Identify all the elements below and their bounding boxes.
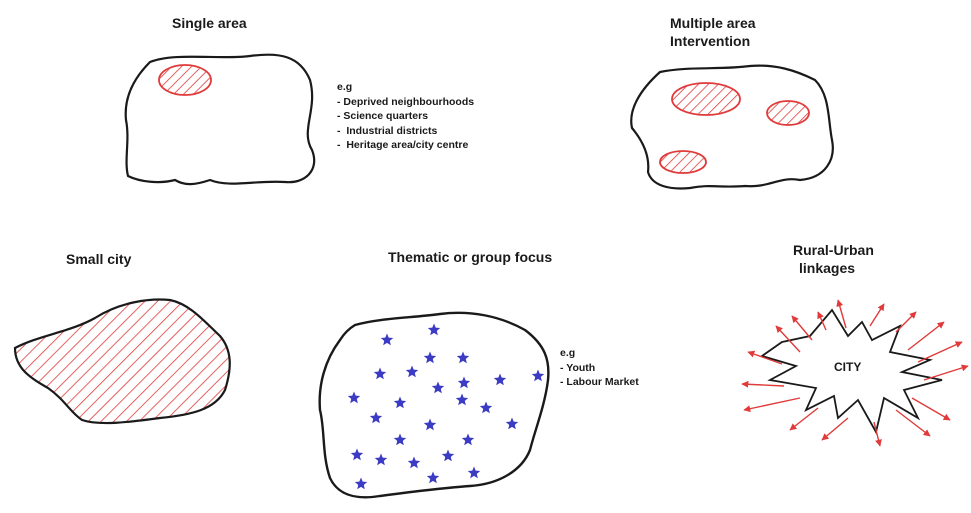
single-area-zone <box>158 64 212 96</box>
star-icon <box>347 391 361 404</box>
thematic-figure <box>318 311 550 499</box>
star-icon <box>350 448 364 461</box>
small-city-title: Small city <box>66 251 132 267</box>
arrow-icon <box>873 421 882 447</box>
arrow-icon <box>923 364 969 381</box>
single-area-outline <box>124 53 316 186</box>
thematic-examples-heading: e.g <box>560 347 576 359</box>
small-city-figure <box>13 298 231 425</box>
star-icon <box>431 381 445 394</box>
star-icon <box>380 333 394 346</box>
star-icon <box>456 351 470 364</box>
single-area-example-4: - Heritage area/city centre <box>337 139 469 151</box>
arrow-icon <box>895 409 931 437</box>
single-area-example-3: - Industrial districts <box>337 124 438 137</box>
single-area-examples-heading: e.g <box>337 81 353 93</box>
star-icon <box>531 369 545 382</box>
multiple-area-title-line2: Intervention <box>670 33 751 49</box>
star-icon <box>427 323 441 336</box>
arrow-icon <box>895 311 917 333</box>
star-icon <box>393 433 407 446</box>
star-icon <box>423 418 437 431</box>
arrow-icon <box>789 407 819 431</box>
star-icon <box>493 373 507 386</box>
star-icon <box>441 449 455 462</box>
star-icon <box>457 376 471 389</box>
single-area-example-2: - Science quarters <box>337 110 429 122</box>
thematic-title: Thematic or group focus <box>388 249 553 265</box>
arrow-icon <box>917 341 963 363</box>
city-outline <box>759 308 943 435</box>
arrow-icon <box>836 299 847 329</box>
city-label: CITY <box>834 360 862 374</box>
rural-urban-figure <box>741 299 969 447</box>
star-icon <box>373 367 387 380</box>
star-icon <box>461 433 475 446</box>
multiple-area-outline <box>630 64 834 190</box>
arrow-icon <box>791 315 813 341</box>
star-icon <box>374 453 388 466</box>
thematic-outline <box>318 311 550 499</box>
star-icon <box>426 471 440 484</box>
star-icon <box>369 411 383 424</box>
star-icon <box>479 401 493 414</box>
arrow-icon <box>821 417 849 441</box>
thematic-example-2: - Labour Market <box>560 376 639 388</box>
multiple-area-figure <box>630 64 834 190</box>
arrow-icon <box>743 397 801 413</box>
thematic-examples: e.g - Youth - Labour Market <box>560 346 639 390</box>
small-city-shape <box>13 298 231 425</box>
rural-urban-title-line2: linkages <box>799 260 856 276</box>
arrow-icon <box>775 325 801 353</box>
star-icon <box>467 466 481 479</box>
single-area-figure <box>124 53 316 186</box>
multiple-area-title-line1: Multiple area <box>670 15 756 31</box>
arrow-icon <box>907 321 945 351</box>
single-area-examples: e.g - Deprived neighbourhoods - Science … <box>337 80 474 153</box>
single-area-title: Single area <box>172 15 247 31</box>
multiple-area-zone-1 <box>671 82 741 116</box>
single-area-example-1: - Deprived neighbourhoods <box>337 95 475 108</box>
star-icon <box>354 477 368 490</box>
arrow-icon <box>747 350 783 365</box>
multiple-area-title: Multiple area Intervention <box>670 14 756 50</box>
multiple-area-zone-2 <box>766 100 810 126</box>
star-icon <box>455 393 469 406</box>
star-icon <box>505 417 519 430</box>
arrow-icon <box>911 397 951 421</box>
star-icon <box>407 456 421 469</box>
star-icon <box>423 351 437 364</box>
rural-urban-title-line1: Rural-Urban <box>793 242 874 258</box>
arrow-icon <box>741 380 785 388</box>
arrow-icon <box>817 311 827 331</box>
arrow-icon <box>869 303 885 327</box>
thematic-example-1: - Youth <box>560 361 596 374</box>
star-icon <box>393 396 407 409</box>
multiple-area-zone-3 <box>659 150 707 174</box>
rural-urban-title: Rural-Urban linkages <box>793 241 874 277</box>
star-icon <box>405 365 419 378</box>
